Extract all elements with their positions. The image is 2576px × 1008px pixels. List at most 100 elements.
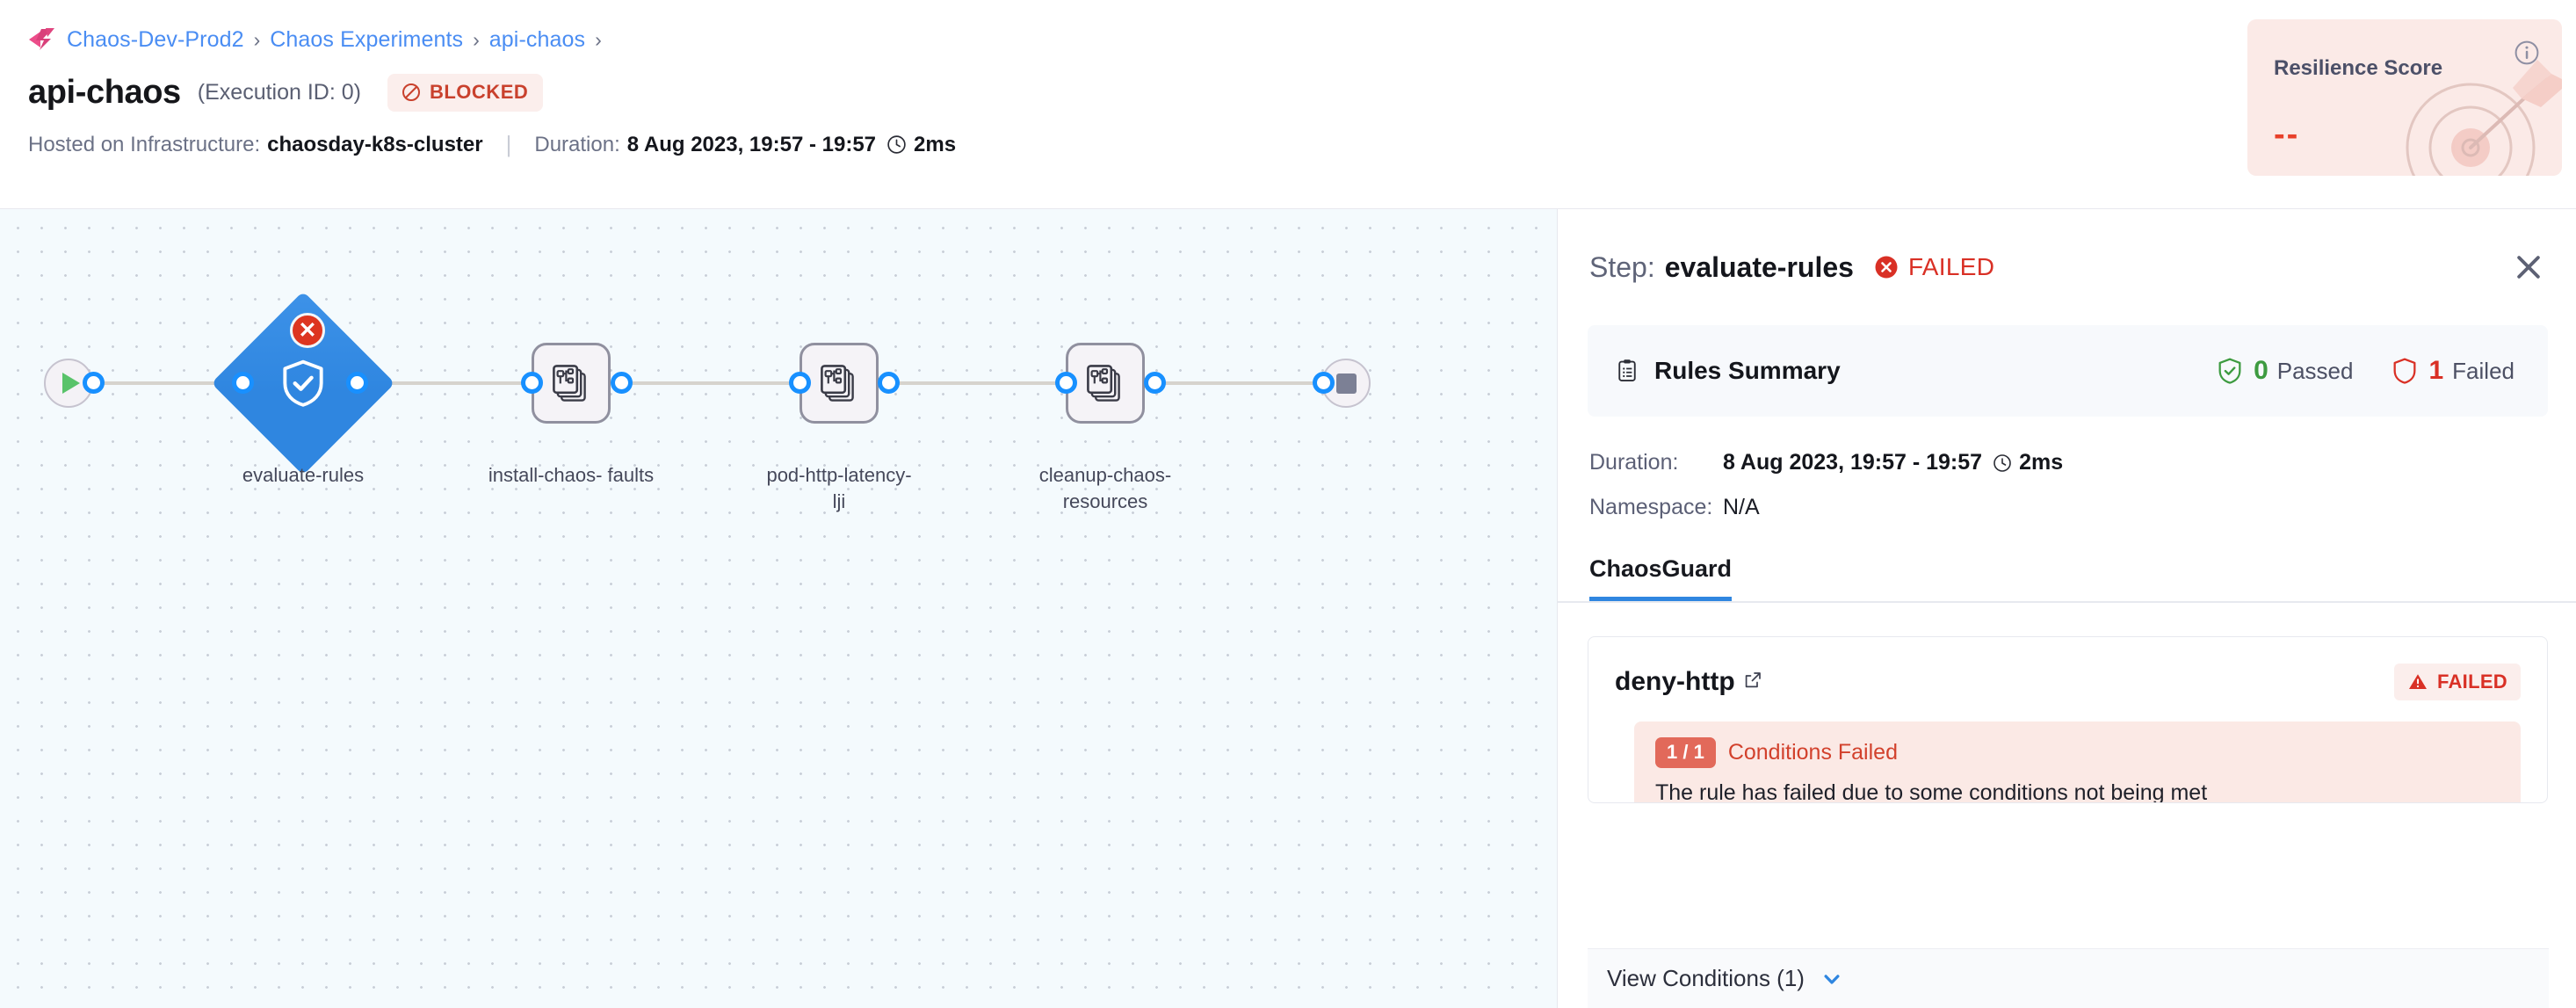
clock-icon <box>1994 453 2011 472</box>
node-label-pod-http-latency-lji: pod-http-latency- lji <box>766 464 912 513</box>
warning-triangle-icon <box>2408 674 2427 689</box>
target-dart-illustration <box>2406 60 2562 176</box>
conditions-failed-label: Conditions Failed <box>1727 740 1898 765</box>
duration-label: Duration: <box>534 132 620 156</box>
infra-label: Hosted on Infrastructure: <box>28 132 261 156</box>
port-latency-in[interactable] <box>789 372 811 394</box>
panel-header: Step: evaluate-rules FAILED <box>1558 209 2576 285</box>
edge-cleanup-to-end <box>1153 381 1321 385</box>
breadcrumb-separator: › <box>253 27 261 51</box>
harness-chaos-logo-icon <box>29 28 54 50</box>
view-conditions-label: View Conditions (1) <box>1607 965 1805 991</box>
rule-header: deny-http FAILED <box>1615 664 2521 700</box>
tab-chaosguard[interactable]: ChaosGuard <box>1589 555 1733 601</box>
stop-icon <box>1335 373 1357 394</box>
port-end-in[interactable] <box>1313 372 1335 394</box>
rules-summary-title: Rules Summary <box>1654 357 1841 384</box>
shield-check-icon <box>283 359 323 407</box>
page-title: api-chaos <box>28 74 181 111</box>
port-start-out[interactable] <box>83 372 105 394</box>
breadcrumb-item-1[interactable]: Chaos Experiments <box>270 26 464 52</box>
shield-check-icon <box>2218 358 2241 384</box>
rule-card-deny-http: deny-http FAILED <box>1588 636 2548 803</box>
error-circle-icon <box>1875 256 1898 279</box>
page-header: Chaos-Dev-Prod2 › Chaos Experiments › ap… <box>0 0 2576 209</box>
detail-key: Duration: <box>1589 450 1679 475</box>
node-evaluate-rules[interactable] <box>211 291 395 475</box>
rule-status-label: FAILED <box>2436 671 2507 693</box>
meta-divider: | <box>505 131 512 157</box>
chaos-fault-icon <box>553 365 586 402</box>
chaos-fault-icon <box>1087 365 1120 402</box>
conditions-failed-desc: The rule has failed due to some conditio… <box>1655 780 2208 803</box>
error-x-icon: ✕ <box>290 313 325 348</box>
conditions-count-chip: 1 / 1 <box>1655 737 1716 768</box>
view-conditions-toggle[interactable]: View Conditions (1) <box>1588 948 2549 1008</box>
rule-name: deny-http <box>1615 667 1735 696</box>
resilience-score-value: -- <box>2274 116 2300 153</box>
step-label: Step: <box>1589 250 1655 283</box>
rules-summary-card: Rules Summary 0 Passed 1 Failed <box>1588 325 2548 417</box>
breadcrumb: Chaos-Dev-Prod2 › Chaos Experiments › ap… <box>28 0 2576 65</box>
port-cleanup-out[interactable] <box>1144 372 1166 394</box>
duration-elapsed: 2ms <box>914 132 957 156</box>
external-link-icon[interactable] <box>1742 670 1763 695</box>
resilience-score-card: Resilience Score -- <box>2247 19 2562 176</box>
node-install-chaos-faults[interactable] <box>532 343 611 424</box>
breadcrumb-separator-trailing: › <box>595 27 602 51</box>
rules-passed-stat: 0 Passed <box>2215 356 2353 386</box>
breadcrumb-item-0[interactable]: Chaos-Dev-Prod2 <box>67 26 244 52</box>
pipeline-canvas[interactable]: ✕ evaluate-rules install-chaos- <box>0 209 1557 1008</box>
rules-failed-label: Failed <box>2452 357 2514 384</box>
rules-failed-count: 1 <box>2428 356 2444 385</box>
info-icon[interactable] <box>2513 39 2541 71</box>
rules-passed-count: 0 <box>2254 356 2268 385</box>
detail-row-namespace: Namespace: N/A <box>1589 495 2576 520</box>
duration-value: 8 Aug 2023, 19:57 - 19:57 <box>626 132 877 156</box>
node-pod-http-latency-lji[interactable] <box>800 343 879 424</box>
detail-key: Namespace: <box>1589 495 1713 519</box>
chevron-down-icon[interactable] <box>1819 966 1845 992</box>
panel-tabs: ChaosGuard <box>1558 540 2576 603</box>
port-evaluate-rules-in[interactable] <box>232 372 254 394</box>
close-icon[interactable] <box>2511 250 2546 285</box>
clock-icon <box>887 135 906 154</box>
status-badge-label: BLOCKED <box>429 81 529 103</box>
blocked-circle-icon <box>402 83 420 101</box>
meta-row: Hosted on Infrastructure: chaosday-k8s-c… <box>28 131 2576 158</box>
detail-row-duration: Duration: 8 Aug 2023, 19:57 - 19:57 2ms <box>1589 450 2576 475</box>
clipboard-icon <box>1618 359 1636 381</box>
rule-status-badge: FAILED <box>2393 664 2521 700</box>
edge-latency-to-cleanup <box>887 381 1060 385</box>
port-latency-out[interactable] <box>878 372 900 394</box>
step-status-label: FAILED <box>1907 253 1995 280</box>
play-icon <box>62 373 80 394</box>
port-install-out[interactable] <box>611 372 633 394</box>
port-install-in[interactable] <box>521 372 543 394</box>
pipeline-graph: ✕ evaluate-rules install-chaos- <box>0 209 1557 1008</box>
detail-value: 8 Aug 2023, 19:57 - 19:57 2ms <box>1723 450 2063 475</box>
duration-range: 8 Aug 2023, 19:57 - 19:57 <box>1723 450 1983 475</box>
port-evaluate-rules-out[interactable] <box>346 372 368 394</box>
step-name: evaluate-rules <box>1664 250 1854 283</box>
chaos-fault-icon <box>821 365 854 402</box>
node-label-cleanup-chaos-resources: cleanup-chaos- resources <box>1038 464 1172 513</box>
breadcrumb-separator: › <box>473 27 480 51</box>
edge-install-to-latency <box>620 381 794 385</box>
conditions-failed-box: 1 / 1 Conditions Failed The rule has fai… <box>1634 722 2521 803</box>
infra-value: chaosday-k8s-cluster <box>267 132 483 156</box>
node-cleanup-chaos-resources[interactable] <box>1066 343 1145 424</box>
step-detail-panel: Step: evaluate-rules FAILED <box>1557 209 2576 1008</box>
node-label-evaluate-rules: evaluate-rules <box>242 464 365 486</box>
port-cleanup-in[interactable] <box>1055 372 1077 394</box>
step-status: FAILED <box>1873 253 1994 281</box>
edge-evaluate-rules-to-install <box>356 381 528 385</box>
resilience-score-title: Resilience Score <box>2274 56 2443 80</box>
rules-failed-stat: 1 Failed <box>2390 356 2514 386</box>
status-badge: BLOCKED <box>387 74 544 112</box>
execution-id: (Execution ID: 0) <box>197 80 361 105</box>
breadcrumb-item-2[interactable]: api-chaos <box>488 26 586 52</box>
duration-elapsed: 2ms <box>2019 450 2064 475</box>
shield-icon <box>2394 358 2416 384</box>
